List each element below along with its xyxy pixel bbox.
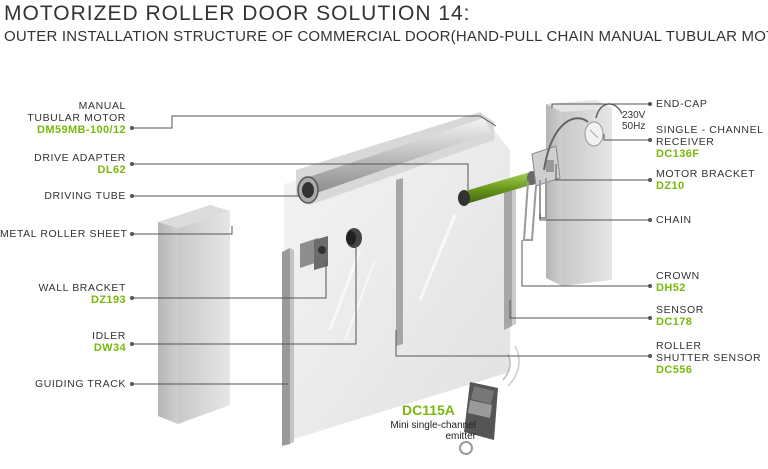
code-crown: DH52 [656,282,686,294]
code-drive-adapter: DL62 [97,164,126,176]
label-crown: CROWN DH52 [656,270,700,294]
tubular-motor [458,171,537,206]
leader-dots [130,102,652,386]
code-receiver: DC136F [656,148,700,160]
emitter-description: Mini single-channel emitter [390,420,476,442]
label-shutter-sensor: ROLLER SHUTTER SENSOR DC556 [656,340,762,376]
chain [522,178,547,241]
diagram-title: MOTORIZED ROLLER DOOR SOLUTION 14: [4,2,471,25]
label-end-cap: END-CAP [656,98,708,110]
receiver [543,103,623,171]
idler [346,228,362,248]
code-shutter-sensor: DC556 [656,364,693,376]
label-chain: CHAIN [656,214,692,226]
leader-lines [132,103,650,385]
code-sensor: DC178 [656,316,693,328]
diagram-subtitle: OUTER INSTALLATION STRUCTURE OF COMMERCI… [4,28,768,45]
code-wall-bracket: DZ193 [90,294,126,306]
label-wall-bracket: WALL BRACKET DZ193 [0,282,126,306]
label-tubular-motor: MANUAL TUBULAR MOTOR DM59MB-100/12 [0,100,126,136]
label-receiver: SINGLE - CHANNEL RECEIVER DC136F [656,124,764,160]
code-tubular-motor: DM59MB-100/12 [37,124,126,136]
label-motor-bracket: MOTOR BRACKET DZ10 [656,168,756,192]
code-motor-bracket: DZ10 [656,180,685,192]
wall-bracket [300,236,328,270]
left-wall [158,205,230,424]
label-idler: IDLER DW34 [0,330,126,354]
power-spec: 230V 50Hz [622,110,646,132]
label-guiding-track: GUIDING TRACK [34,378,126,390]
emitter-code: DC115A [402,402,455,418]
label-driving-tube: DRIVING TUBE [44,190,126,202]
label-metal-roller-sheet: METAL ROLLER SHEET [0,228,128,240]
emitter-remote [459,345,520,455]
label-drive-adapter: DRIVE ADAPTER DL62 [0,152,126,176]
code-idler: DW34 [93,342,126,354]
driving-tube [296,112,494,205]
label-sensor: SENSOR DC178 [656,304,704,328]
